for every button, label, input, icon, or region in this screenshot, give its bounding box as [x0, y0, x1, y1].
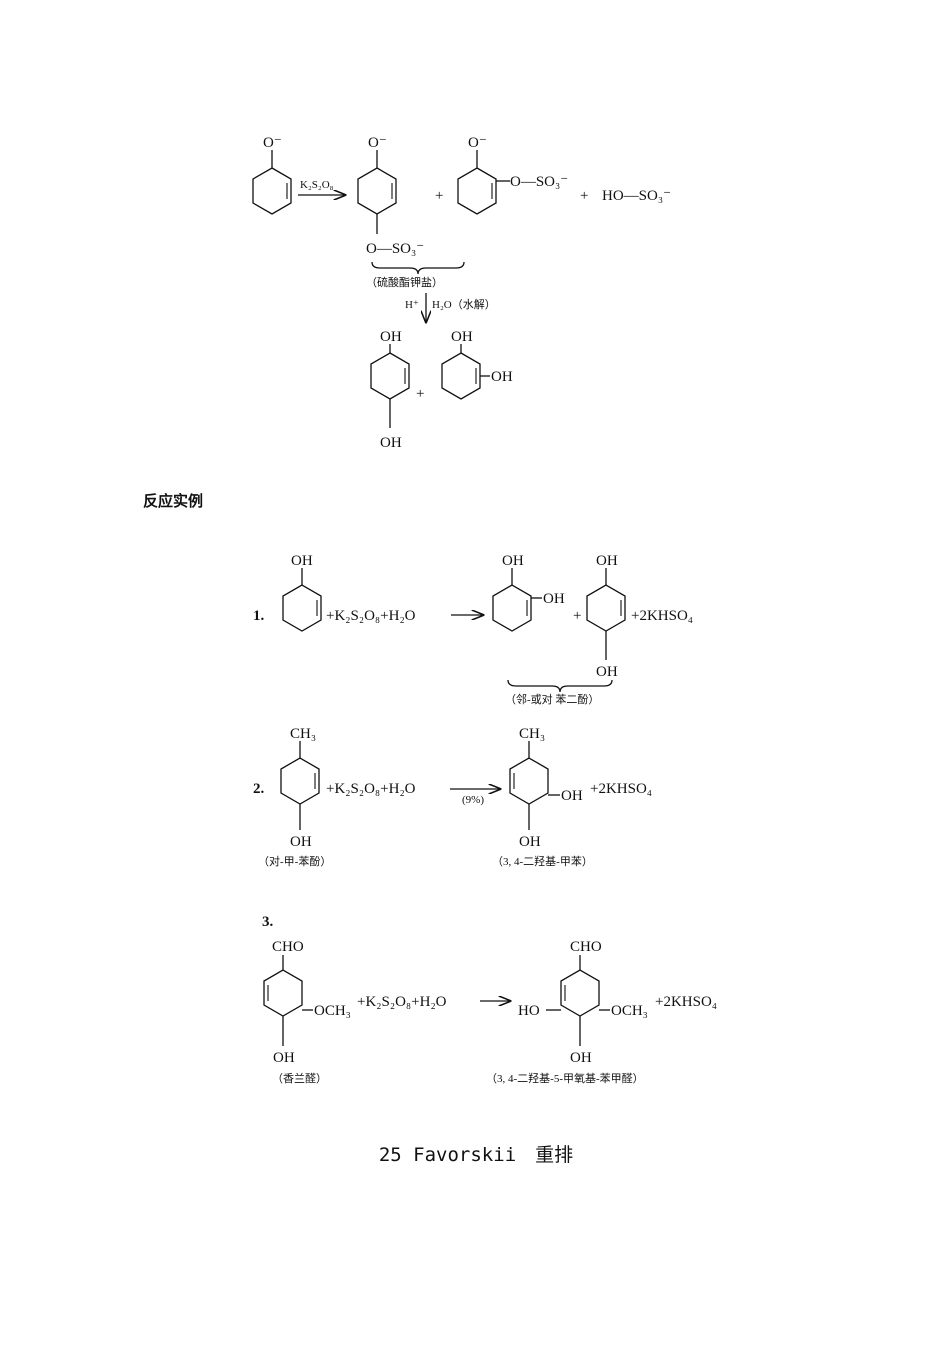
- yield-label: (9%): [462, 794, 484, 806]
- product-oh-bottom: OH: [519, 834, 541, 850]
- product-oh: OH: [570, 1050, 592, 1066]
- plus-sign-4: +: [573, 608, 581, 624]
- hydroquinone-oh-bottom: OH: [380, 435, 402, 451]
- catechol-oh-side: OH: [491, 369, 513, 385]
- example-2-caption-left: （对-甲-苯酚）: [258, 854, 331, 868]
- example-2-caption-right: （3, 4-二羟基-甲苯）: [492, 854, 593, 868]
- hydroquinone-oh-bottom: OH: [596, 664, 618, 680]
- phenoxide-label-2: O⁻: [368, 135, 387, 151]
- product-och3: OCH₃: [611, 1003, 648, 1019]
- vanillin-cho: CHO: [272, 939, 304, 955]
- example-2-reactants: +K₂S₂O₈+H₂O: [326, 781, 416, 797]
- section-heading: 反应实例: [143, 492, 204, 510]
- catechol-oh-top: OH: [502, 553, 524, 569]
- example-3-caption-right: （3, 4-二羟基-5-甲氧基-苯甲醛）: [486, 1071, 644, 1085]
- vanillin-oh: OH: [273, 1050, 295, 1066]
- reagent-label: K₂S₂O₈: [300, 179, 334, 191]
- example-3-number: 3.: [262, 914, 274, 930]
- phenoxide-label: O⁻: [263, 135, 282, 151]
- example-3-reactants: +K₂S₂O₈+H₂O: [357, 994, 447, 1010]
- plus-sign-3: +: [416, 386, 424, 402]
- hydroquinone-oh-top: OH: [380, 329, 402, 345]
- phenol-oh: OH: [291, 553, 313, 569]
- product-methyl-label: CH₃: [519, 726, 545, 742]
- plus-sign-2: +: [580, 188, 588, 204]
- product-oh-side: OH: [561, 788, 583, 804]
- ortho-sulfate-label: O—SO₃⁻: [510, 174, 568, 190]
- acid-label: H⁺: [405, 299, 419, 311]
- bisulfate-label: HO—SO₃⁻: [602, 188, 671, 204]
- product-cho: CHO: [570, 939, 602, 955]
- ester-caption: （硫酸酯钾盐）: [366, 275, 443, 289]
- example-1-number: 1.: [253, 608, 265, 624]
- catechol-oh-top: OH: [451, 329, 473, 345]
- ring-bonds: [252, 150, 626, 1046]
- inner-double-bonds: [267, 183, 622, 1001]
- product-ho: HO: [518, 1003, 540, 1019]
- hydrolysis-label: H₂O（水解）: [432, 297, 496, 311]
- catechol-oh-side: OH: [543, 591, 565, 607]
- phenoxide-label-3: O⁻: [468, 135, 487, 151]
- example-2-byproduct: +2KHSO₄: [590, 781, 652, 797]
- example-3-byproduct: +2KHSO₄: [655, 994, 717, 1010]
- cresol-oh: OH: [290, 834, 312, 850]
- example-1-byproduct: +2KHSO₄: [631, 608, 693, 624]
- example-1-reactants: +K₂S₂O₈+H₂O: [326, 608, 416, 624]
- plus-sign: +: [435, 188, 443, 204]
- vanillin-och3: OCH₃: [314, 1003, 351, 1019]
- para-sulfate-label: O—SO₃⁻: [366, 241, 424, 257]
- example-2-number: 2.: [253, 781, 265, 797]
- example-3-caption-left: （香兰醛）: [272, 1071, 327, 1085]
- reaction-schemes: O⁻ K₂S₂O₈ O⁻ O—SO₃⁻ + O⁻ O—SO₃⁻ + HO—SO₃…: [252, 135, 717, 1085]
- hydroquinone-oh-top: OH: [596, 553, 618, 569]
- section-title: 25 Favorskii 重排: [378, 1144, 574, 1166]
- methyl-label: CH₃: [290, 726, 316, 742]
- example-1-caption: （邻-或对 苯二酚）: [505, 692, 599, 706]
